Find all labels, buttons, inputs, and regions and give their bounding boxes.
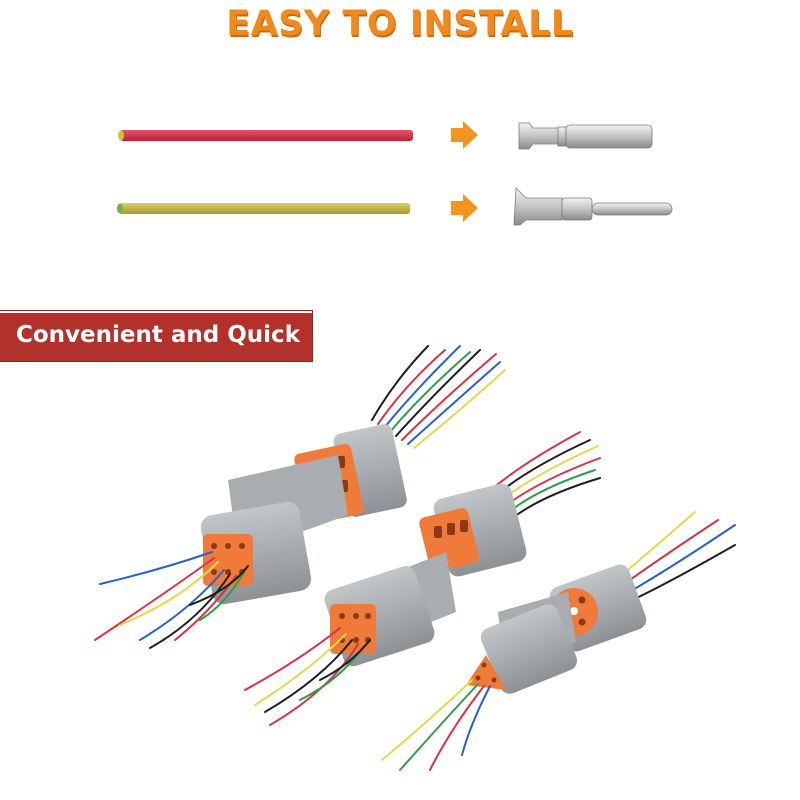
- male-pin-contact-icon: [513, 187, 673, 226]
- page-title: EASY TO INSTALL: [226, 4, 574, 44]
- female-pin-contact-icon: [518, 122, 653, 150]
- orange-arrow-icon: [451, 194, 478, 222]
- banner-label: Convenient and Quick: [16, 322, 300, 348]
- red-wire-icon: [118, 130, 413, 141]
- orange-arrow-icon: [451, 121, 478, 149]
- connector-4-pin-icon: [381, 511, 736, 771]
- connector-8-pin-icon: [94, 345, 506, 649]
- convenient-banner: Convenient and Quick: [0, 311, 312, 361]
- connector-6-pin-icon: [244, 431, 601, 726]
- yellow-green-wire-icon: [117, 203, 410, 214]
